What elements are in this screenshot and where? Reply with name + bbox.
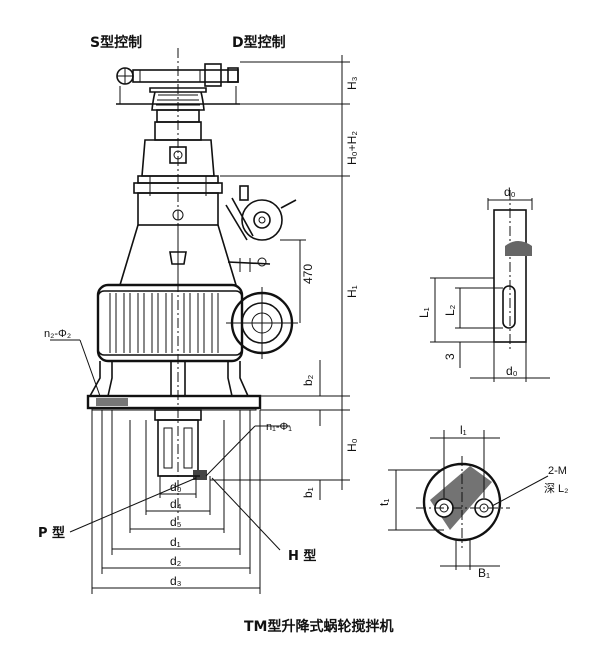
- dim-b2-label: b₂: [301, 374, 315, 386]
- flange-2m-label: 2-M: [548, 465, 567, 477]
- leader-lines: [50, 339, 290, 551]
- base-plate: [86, 394, 262, 411]
- h-type-label: H 型: [288, 548, 316, 564]
- extension-lines: [91, 410, 261, 594]
- key-h-type: [193, 470, 207, 480]
- dim-d2-label: d₂: [170, 554, 182, 568]
- shaft-l2-label: L₂: [443, 304, 457, 316]
- conical-housing: [118, 224, 238, 286]
- worm-gear-housing: [96, 283, 298, 363]
- flange-hatch-band: [430, 466, 492, 530]
- flange-hatch: [96, 398, 128, 406]
- shaft-3-label: 3: [443, 353, 457, 360]
- dim-d5-label: d₅: [170, 515, 182, 529]
- shaft-d0-top-label: d₀: [504, 185, 516, 199]
- dim-h0-label: H₀: [345, 438, 359, 452]
- dim-h0-h2-label: H₀+H₂: [345, 131, 359, 165]
- shaft-hatch: [505, 241, 532, 256]
- drawing-caption: TM型升降式蜗轮搅拌机: [244, 618, 393, 635]
- flange-depth-l2-label: 深 L₂: [544, 482, 568, 495]
- n1-phi1-label: n₁-Φ₁: [266, 421, 292, 433]
- s-control-heading: S型控制: [90, 34, 142, 51]
- flange-l1-label: l₁: [460, 423, 467, 437]
- height-dimension-lines: [210, 55, 350, 500]
- dim-d4-label: d₄: [170, 497, 182, 511]
- d-control-heading: D型控制: [232, 34, 286, 51]
- dim-470-label: 470: [301, 264, 315, 284]
- n2-phi2-label: n₂-Φ₂: [44, 328, 71, 340]
- flange-detail-view: [388, 430, 549, 570]
- flange-t1-label: t₁: [377, 499, 391, 506]
- lower-shaft-coupling: [154, 409, 207, 480]
- shaft-detail-view: [430, 190, 550, 382]
- dim-h3-label: H₃: [345, 76, 359, 90]
- shaft-d0-bottom-label: d₀: [506, 364, 518, 378]
- dim-d1-label: d₁: [170, 535, 181, 549]
- dim-b1-label: b₁: [301, 487, 315, 498]
- dim-d3-label: d₃: [170, 574, 182, 588]
- dim-d0-label: d₀: [170, 480, 182, 494]
- support-legs: [89, 361, 249, 397]
- dim-h1-label: H₁: [345, 285, 359, 298]
- flange-b1-label: B₁: [478, 566, 490, 580]
- d-control-motor-bracket: [225, 185, 297, 272]
- mixer-elevation-view: [50, 48, 350, 594]
- control-handwheel: [116, 63, 240, 105]
- diameter-dimension-lines: [92, 493, 260, 589]
- p-type-label: P 型: [38, 525, 65, 541]
- shaft-l1-label: L₁: [417, 307, 431, 318]
